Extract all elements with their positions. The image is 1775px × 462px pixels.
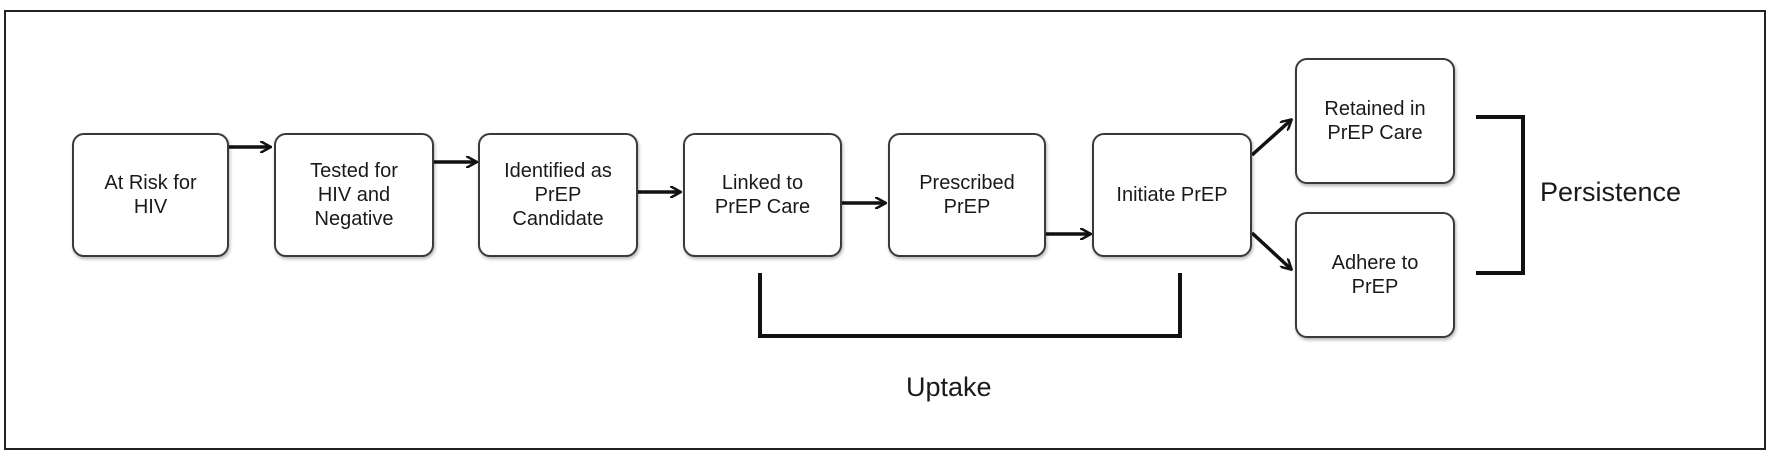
node-label: Linked to PrEP Care	[714, 172, 811, 218]
node-at-risk-for-hiv: At Risk for HIV	[72, 133, 229, 257]
node-linked-to-prep-care: Linked to PrEP Care	[683, 133, 842, 257]
node-label: Tested for HIV and Negative	[310, 160, 398, 230]
node-retained-in-prep-care: Retained in PrEP Care	[1295, 58, 1455, 184]
node-adhere-to-prep: Adhere to PrEP	[1295, 212, 1455, 338]
node-label: Retained in PrEP Care	[1324, 98, 1426, 144]
node-label: At Risk for HIV	[104, 172, 197, 218]
node-tested-hiv-negative: Tested for HIV and Negative	[274, 133, 434, 257]
node-label: Initiate PrEP	[1116, 184, 1228, 206]
diagram-frame	[4, 10, 1766, 450]
node-label: Prescribed PrEP	[919, 172, 1015, 218]
node-identified-prep-candidate: Identified as PrEP Candidate	[478, 133, 638, 257]
node-prescribed-prep: Prescribed PrEP	[888, 133, 1046, 257]
node-label: Identified as PrEP Candidate	[504, 160, 612, 230]
persistence-label: Persistence	[1540, 177, 1682, 207]
node-label: Adhere to PrEP	[1331, 252, 1419, 298]
uptake-label: Uptake	[906, 372, 992, 402]
node-initiate-prep: Initiate PrEP	[1092, 133, 1252, 257]
